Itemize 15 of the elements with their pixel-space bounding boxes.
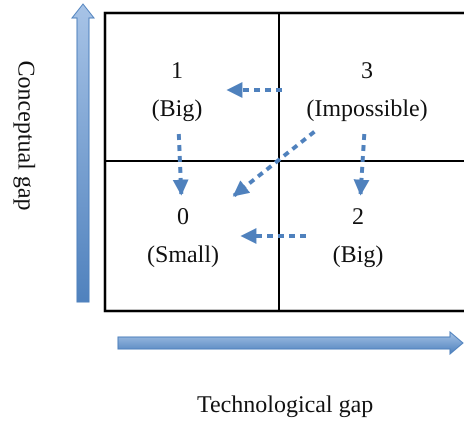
arrow: [172, 134, 189, 196]
axis-label: Technological gap: [197, 392, 374, 418]
arrow: [226, 82, 282, 98]
quadrant-number: 1: [170, 57, 184, 86]
axis-label: Conceptual gap: [11, 60, 38, 210]
quadrant-label: (Impossible): [305, 95, 429, 124]
quadrant-number: 0: [176, 203, 190, 232]
arrow: [240, 228, 306, 244]
arrow: [232, 130, 316, 198]
quadrant-number: 2: [351, 203, 365, 232]
arrow: [354, 134, 370, 196]
quadrant-label: (Small): [146, 241, 220, 270]
quadrant-label: (Big): [150, 95, 204, 124]
quadrant-number: 3: [360, 57, 374, 86]
quadrant-label: (Big): [332, 241, 384, 270]
